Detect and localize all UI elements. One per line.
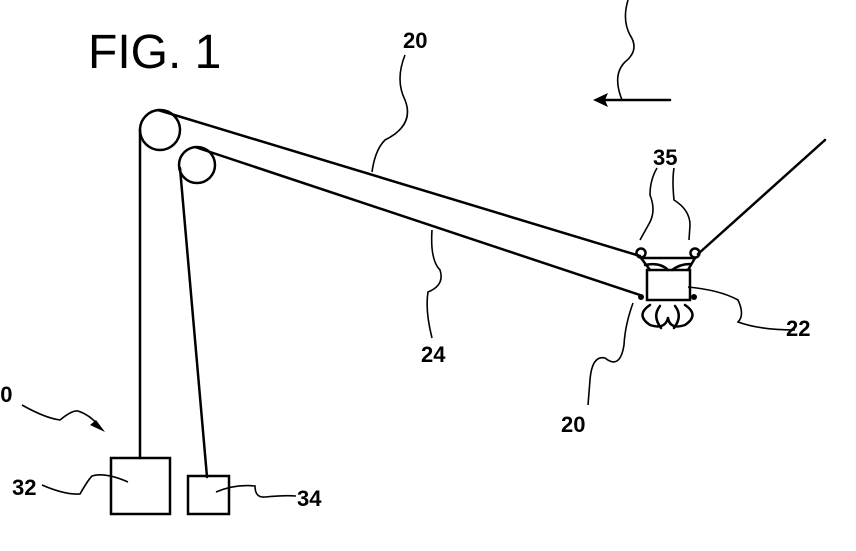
leader-22: [688, 287, 795, 330]
label-20-lower: 20: [561, 412, 585, 437]
label-22: 22: [786, 316, 810, 341]
leader-32: [42, 475, 128, 494]
winch-box-32: [111, 458, 170, 514]
leader-35: [640, 168, 690, 240]
label-20-upper: 20: [403, 28, 427, 53]
leader-20-lower: [588, 303, 633, 405]
label-35: 35: [653, 145, 677, 170]
label-24: 24: [421, 342, 446, 367]
label-32: 32: [12, 475, 36, 500]
cable-down-right: [180, 168, 207, 477]
label-30: 30: [0, 382, 12, 407]
cable-outer: [698, 140, 825, 254]
device-box: [647, 270, 690, 300]
label-34: 34: [297, 486, 322, 511]
figure-title: FIG. 1: [88, 26, 221, 79]
leader-30: [22, 405, 98, 425]
winch-box-34: [188, 476, 229, 514]
cable-lower: [195, 147, 640, 295]
leader-arrow: [618, 0, 634, 100]
device-22: [637, 249, 700, 329]
arrow-30-icon: [90, 420, 105, 432]
claw: [643, 305, 693, 326]
leader-24: [427, 230, 441, 338]
leader-20-upper: [372, 55, 408, 172]
cable-upper: [158, 110, 640, 256]
